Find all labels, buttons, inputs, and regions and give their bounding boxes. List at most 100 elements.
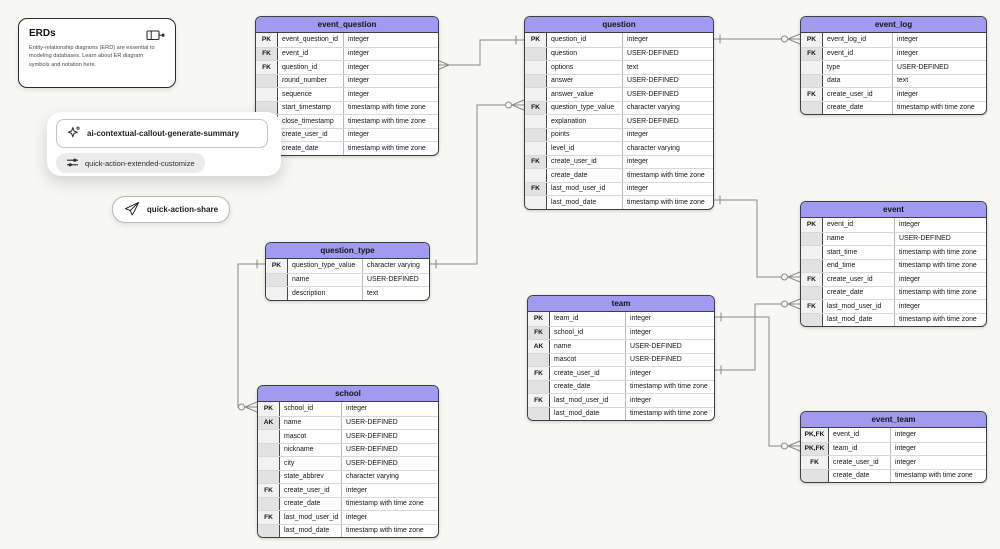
column-name-cell: team_id [550,312,626,326]
column-type-cell: integer [346,486,368,494]
column-type-cell: character varying [627,144,680,152]
key-cell: PK [801,218,823,232]
key-cell [258,430,280,443]
erd-info-card[interactable]: ERDs Entity-relationship diagrams (ERD) … [18,18,176,88]
key-cell: PK [266,259,288,273]
paper-plane-icon [124,201,140,218]
table-title-question_type[interactable]: question_type [266,243,429,259]
column-type-cell: integer [346,513,368,521]
key-cell [266,287,288,300]
column-name-cell: question_type_value [288,259,363,273]
column-name-cell: nickname [280,443,342,456]
column-type-cell: integer [897,36,919,44]
key-cell [258,470,280,483]
table-title-question[interactable]: question [525,17,713,33]
column-type-cell: integer [895,431,917,439]
column-name-cell: school_id [550,326,626,339]
column-name-cell: end_time [823,259,895,272]
table-title-event_log[interactable]: event_log [801,17,986,33]
column-name-cell: last_mod_date [547,196,623,209]
column-name-cell: team_id [829,442,891,455]
key-cell [525,115,547,128]
column-name-cell: close_timestamp [278,115,344,128]
table-title-school[interactable]: school [258,386,438,402]
connector-question-event [712,195,801,283]
key-cell [801,74,823,87]
column-name-cell: name [823,232,895,245]
column-name-cell: create_user_id [547,155,623,168]
connector-event_question-question [436,35,524,71]
key-cell: FK [528,326,550,339]
key-cell [801,246,823,259]
key-cell: FK [801,456,829,469]
table-title-event[interactable]: event [801,202,986,218]
table-title-event_team[interactable]: event_team [801,412,986,428]
column-name-cell: last_mod_user_id [550,394,626,407]
key-cell [525,88,547,101]
key-cell: PK,FK [801,442,829,455]
customize-button[interactable]: quick-action-extended-customize [56,153,205,173]
column-type-cell: integer [630,369,652,377]
column-name-cell: question_id [547,33,623,47]
share-button[interactable]: quick-action-share [112,196,230,223]
table-title-event_question[interactable]: event_question [256,17,438,33]
key-cell [258,497,280,510]
column-type-cell: character varying [346,473,399,481]
column-type-cell: integer [627,158,649,166]
key-cell: FK [528,367,550,380]
column-name-cell: event_id [829,428,891,442]
column-type-cell: integer [348,131,370,139]
column-name-cell: create_date [278,142,344,155]
share-label: quick-action-share [146,205,219,214]
key-cell [258,524,280,537]
column-type-cell: timestamp with time zone [630,383,708,391]
column-name-cell: name [550,340,626,353]
generate-summary-button[interactable]: ai-contextual-callout-generate-summary [56,119,268,148]
key-cell: PK [258,402,280,416]
column-name-cell: event_question_id [278,33,344,47]
table-title-team[interactable]: team [528,296,714,312]
key-cell: PK [528,312,550,326]
key-cell [801,232,823,245]
column-name-cell: school_id [280,402,342,416]
connector-team-event [713,298,801,375]
key-cell: AK [258,416,280,429]
key-cell [528,353,550,366]
column-name-cell: event_id [823,47,893,60]
column-type-cell: integer [897,50,919,58]
column-type-cell: integer [895,445,917,453]
key-cell [256,101,278,114]
